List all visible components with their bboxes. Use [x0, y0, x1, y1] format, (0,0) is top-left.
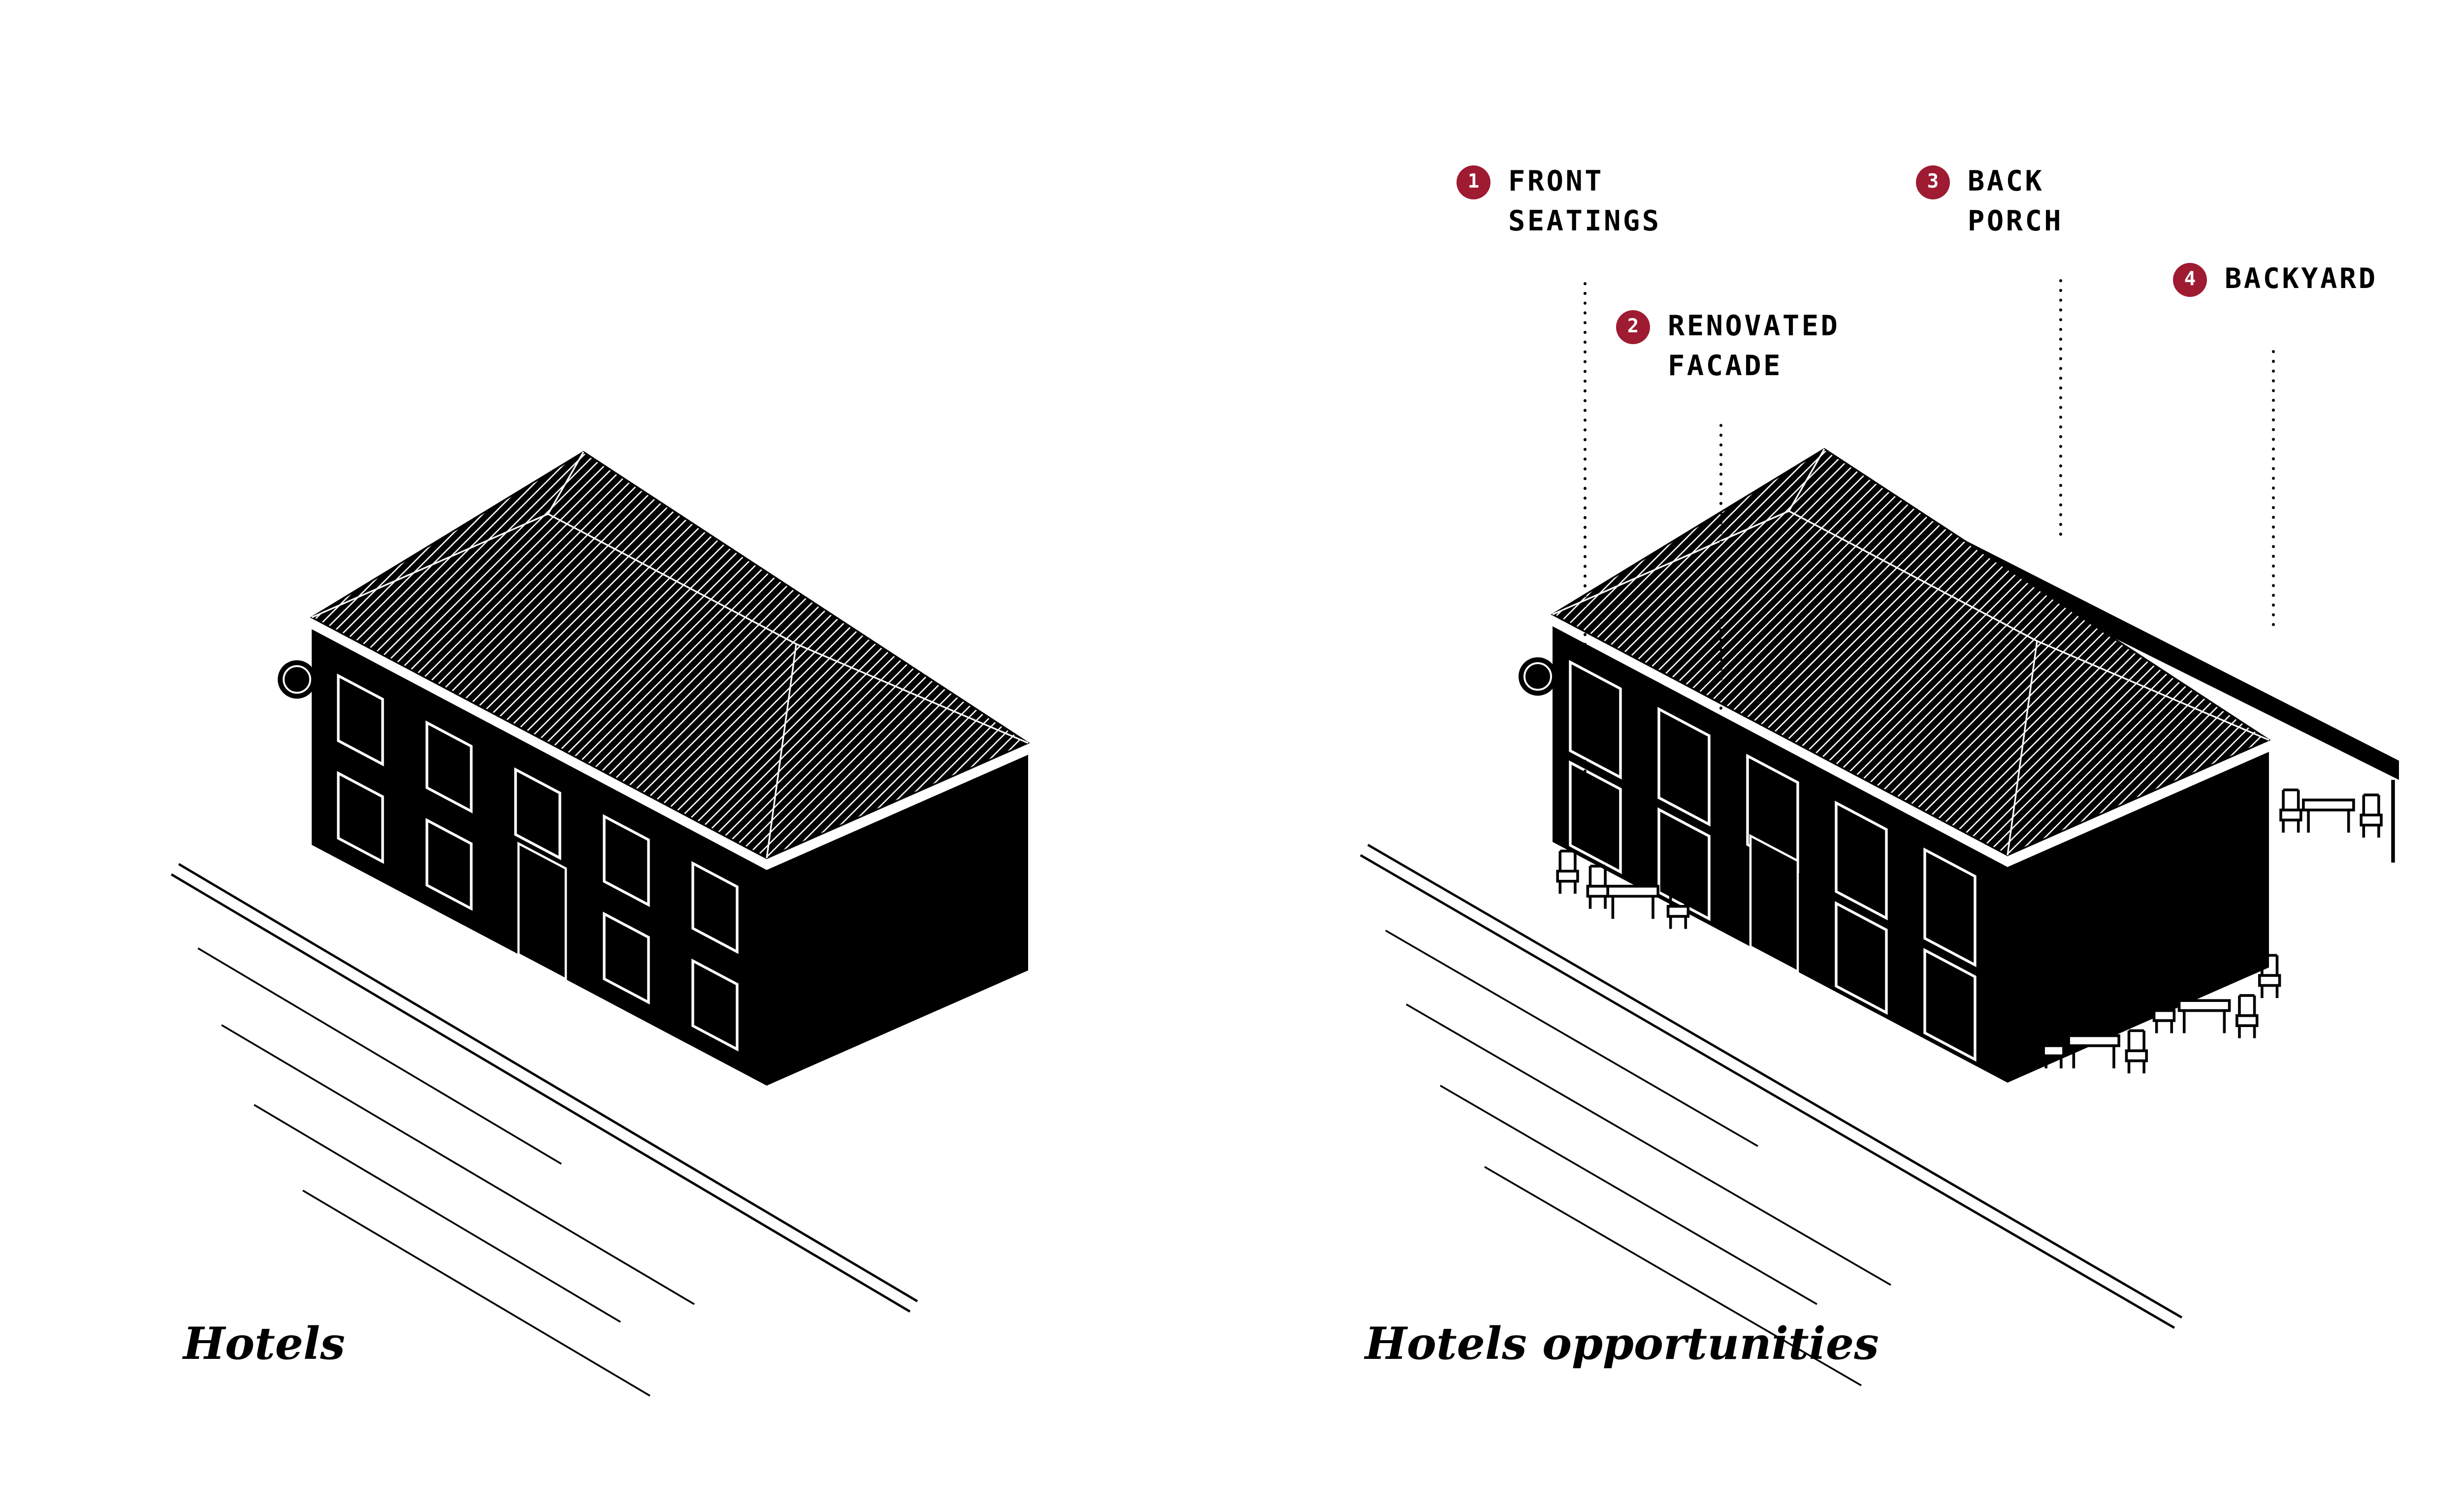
label-line: PORCH — [1968, 205, 2064, 238]
side-facade-right — [2007, 751, 2269, 1083]
marker-4-number: 4 — [2184, 269, 2196, 291]
label-line: SEATINGS — [1508, 205, 1661, 238]
leader-lines — [1583, 279, 2275, 855]
marker-4: 4 — [2173, 263, 2207, 297]
annotation-renovated-facade: 2 RENOVATED FACADE — [1616, 307, 1840, 387]
label-line: FRONT — [1508, 165, 1604, 198]
roof-ridge-lines-right — [1552, 449, 2269, 856]
roof-ridge-lines-left — [311, 451, 1029, 859]
marker-3: 3 — [1916, 165, 1950, 199]
hotel-building-left — [278, 450, 1030, 1086]
side-facade-left — [767, 754, 1029, 1086]
label-line: BACKYARD — [2225, 263, 2378, 295]
back-porch-canopy — [1936, 525, 2399, 863]
annotation-back-porch-label: BACK PORCH — [1968, 162, 2063, 242]
annotation-renovated-facade-label: RENOVATED FACADE — [1668, 307, 1840, 387]
door-right — [1749, 834, 1799, 974]
left-scene — [170, 450, 1030, 1397]
door-left — [517, 841, 567, 981]
hotel-building-right — [1518, 448, 2271, 1083]
windows-left — [337, 673, 739, 1052]
street-lines-left — [170, 863, 918, 1397]
street-lines-right — [1360, 843, 2183, 1386]
annotation-backyard-label: BACKYARD — [2225, 260, 2378, 300]
marker-2: 2 — [1616, 310, 1650, 344]
annotation-back-porch: 3 BACK PORCH — [1916, 162, 2063, 242]
caption-hotels-opportunities: Hotels opportunities — [1365, 1319, 1879, 1371]
label-line: FACADE — [1668, 350, 1782, 383]
roof-right — [1551, 448, 2271, 856]
annotation-front-seatings-label: FRONT SEATINGS — [1508, 162, 1661, 242]
marker-3-number: 3 — [1927, 171, 1939, 193]
annotation-front-seatings: 1 FRONT SEATINGS — [1457, 162, 1661, 242]
caption-hotels: Hotels — [183, 1319, 345, 1371]
round-sign-icon-left — [278, 660, 317, 699]
marker-2-number: 2 — [1627, 316, 1639, 338]
right-scene — [1360, 279, 2399, 1386]
back-porch-furniture — [2281, 790, 2381, 837]
label-line: BACK — [1968, 165, 2044, 198]
marker-1-number: 1 — [1467, 171, 1480, 193]
annotation-backyard: 4 BACKYARD — [2173, 260, 2378, 300]
label-line: RENOVATED — [1668, 310, 1840, 343]
round-sign-icon-right — [1518, 657, 1557, 696]
marker-1: 1 — [1457, 165, 1490, 199]
